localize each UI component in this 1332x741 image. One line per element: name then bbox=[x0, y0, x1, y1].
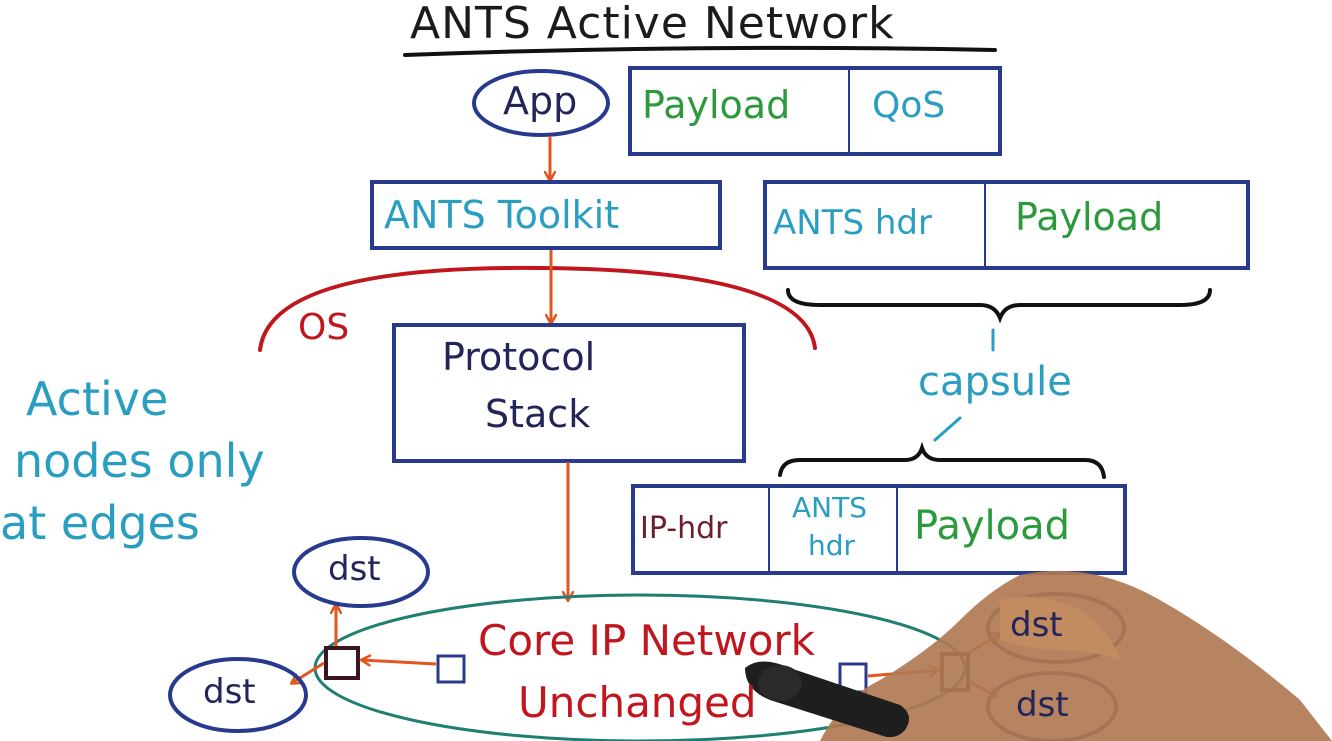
title-underline bbox=[403, 45, 997, 57]
os-arc bbox=[258, 265, 817, 352]
dst-node-left-bottom bbox=[168, 657, 308, 733]
packet-ip-ants-hdr-line2: hdr bbox=[808, 529, 856, 562]
capsule-tick-bottom bbox=[933, 416, 962, 442]
protocol-stack-line1: Protocol bbox=[442, 335, 596, 379]
capsule-brace-top bbox=[786, 288, 1212, 324]
hand-with-marker-image bbox=[745, 570, 1332, 741]
left-core-router bbox=[436, 654, 466, 684]
packet-top-box bbox=[628, 66, 1002, 156]
core-network-line2: Unchanged bbox=[518, 678, 757, 727]
ants-toolkit-label: ANTS Toolkit bbox=[384, 193, 620, 237]
app-label: App bbox=[503, 79, 578, 123]
ants-toolkit-box bbox=[370, 180, 722, 250]
packet-ip-box bbox=[631, 484, 1127, 575]
page-title: ANTS Active Network bbox=[410, 0, 895, 49]
side-note-line2: nodes only bbox=[14, 434, 265, 488]
capsule-label: capsule bbox=[918, 359, 1072, 405]
protocol-stack-line2: Stack bbox=[485, 392, 591, 436]
packet-top-qos: QoS bbox=[872, 85, 946, 126]
dst-label-left-bottom: dst bbox=[203, 672, 256, 712]
side-note-line1: Active bbox=[26, 372, 169, 426]
packet-ip-ants-hdr-line1: ANTS bbox=[792, 491, 867, 524]
dst-label-right-top: dst bbox=[1010, 605, 1063, 645]
left-edge-router bbox=[324, 646, 360, 680]
packet-ants-payload: Payload bbox=[1015, 195, 1164, 239]
side-note-line3: at edges bbox=[0, 496, 200, 550]
os-label: OS bbox=[298, 307, 350, 348]
core-network-line1: Core IP Network bbox=[478, 616, 815, 665]
dst-node-left-top bbox=[292, 536, 430, 608]
packet-ants-box bbox=[763, 180, 1250, 270]
app-node bbox=[472, 69, 610, 137]
protocol-stack-box bbox=[392, 323, 746, 463]
dst-label-left-top: dst bbox=[328, 549, 381, 589]
packet-ip-payload: Payload bbox=[914, 503, 1070, 549]
packet-ip-hdr: IP-hdr bbox=[640, 511, 728, 546]
packet-top-payload: Payload bbox=[642, 83, 791, 127]
arrow-core-to-left-edge bbox=[362, 660, 437, 664]
dst-label-right-bottom: dst bbox=[1016, 685, 1069, 725]
capsule-brace-bottom bbox=[778, 441, 1106, 479]
packet-ants-hdr: ANTS hdr bbox=[773, 203, 932, 243]
